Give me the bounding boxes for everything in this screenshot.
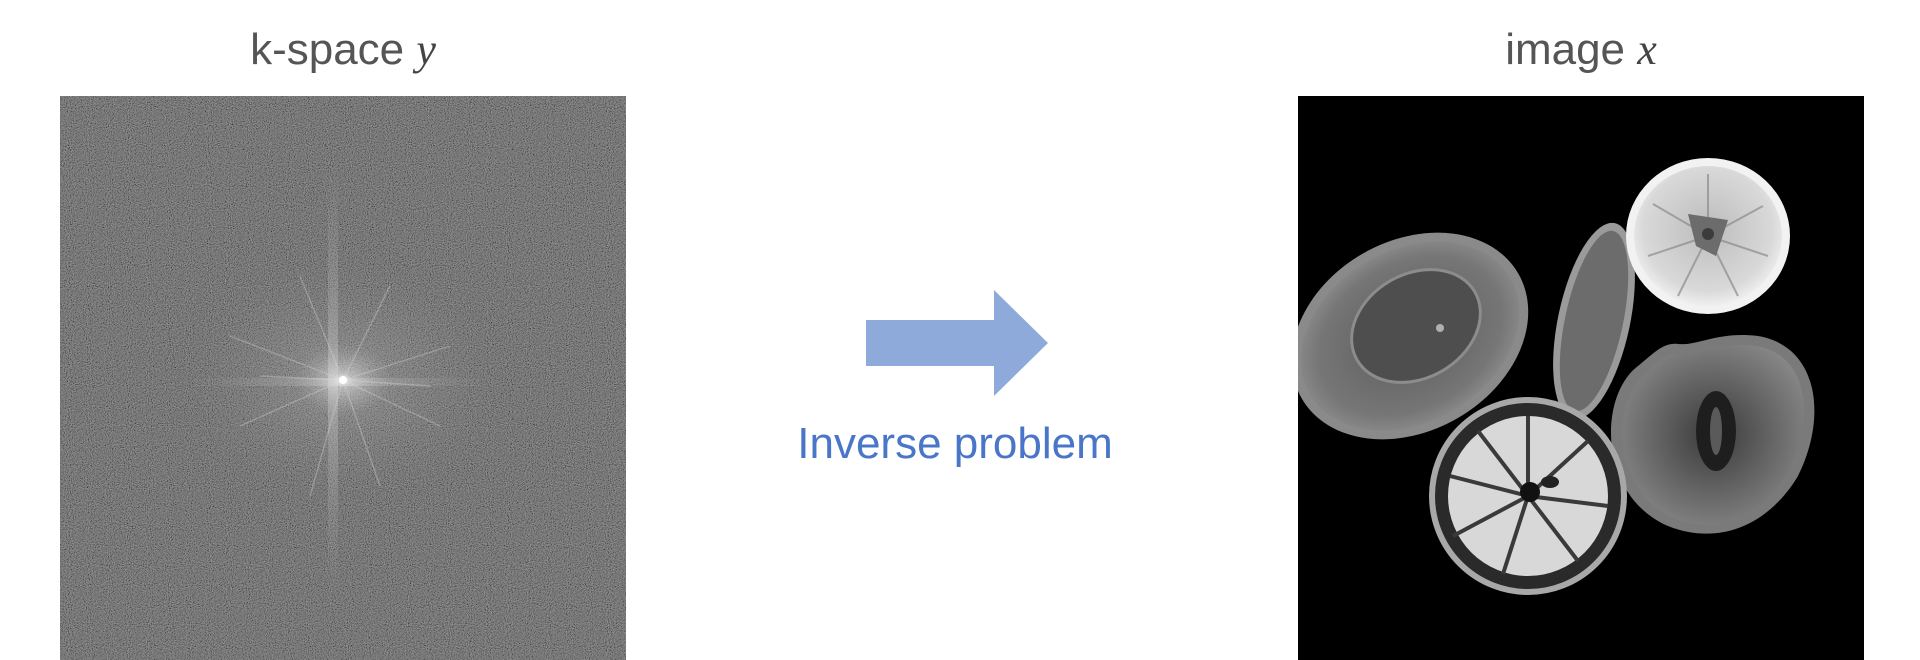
mri-image xyxy=(1298,96,1864,660)
image-title: image x xyxy=(1298,22,1864,78)
fruit-kiwi xyxy=(1626,158,1790,314)
kspace-title: k-space y xyxy=(60,22,626,78)
kspace-radial-spokes xyxy=(229,275,451,497)
kspace-title-text: k-space xyxy=(250,25,417,74)
kspace-dc-peak xyxy=(339,376,347,384)
fruit-orange xyxy=(1429,397,1627,595)
image-title-variable: x xyxy=(1637,25,1657,74)
inverse-problem-label: Inverse problem xyxy=(797,419,1113,468)
kspace-image xyxy=(60,96,626,660)
image-title-text: image xyxy=(1505,25,1638,74)
right-arrow-icon xyxy=(866,290,1048,396)
fruit-apple xyxy=(1610,334,1815,534)
fruit-elongated xyxy=(1553,222,1635,420)
fruit-avocado xyxy=(1298,232,1529,440)
kspace-title-variable: y xyxy=(416,25,436,74)
